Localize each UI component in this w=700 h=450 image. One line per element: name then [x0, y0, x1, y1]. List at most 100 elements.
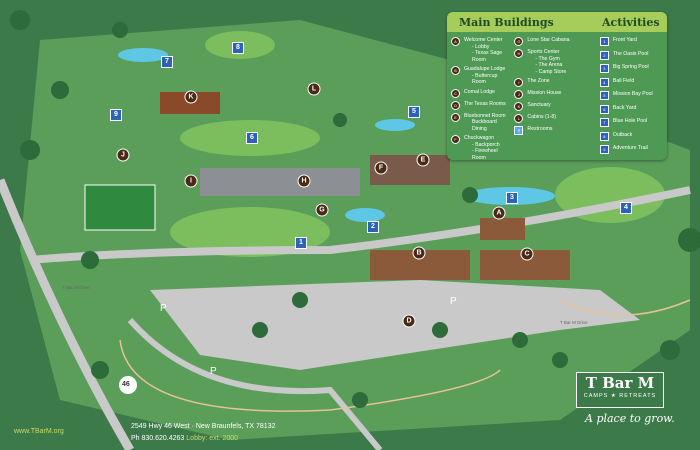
building-marker-icon: F — [451, 135, 460, 144]
restrooms-label: Restrooms — [527, 126, 553, 132]
marker-g[interactable]: G — [315, 203, 329, 217]
logo-name: T Bar M — [585, 374, 655, 392]
legend-building: A Welcome Center- Lobby- Texas Sage Room — [451, 37, 510, 63]
phone: Ph 830.620.4263 — [131, 435, 185, 442]
marker-h[interactable]: H — [297, 174, 311, 188]
activity-number-icon: 9 — [599, 145, 609, 154]
legend-restrooms: ⚲Restrooms — [514, 126, 595, 135]
building-name: Cabins (1-8) — [527, 114, 556, 120]
activity-marker-8[interactable]: 8 — [232, 42, 244, 54]
activity-marker-9[interactable]: 9 — [110, 109, 122, 121]
activity-marker-6[interactable]: 6 — [246, 132, 258, 144]
legend-building-text: Sports Center- The Gym- The Arena- Camp … — [527, 49, 566, 75]
building-marker-icon: H — [514, 49, 524, 58]
building-sub: - Buttercup Room — [472, 72, 498, 86]
marker-e[interactable]: E — [416, 153, 430, 167]
building-name: Lone Star Cabana — [527, 37, 570, 43]
marker-k[interactable]: K — [184, 90, 198, 104]
legend-building-text: Mission House — [527, 90, 561, 97]
marker-i[interactable]: I — [184, 174, 198, 188]
legend-building-text: The Texas Rooms — [464, 101, 506, 108]
activity-name: Mission Bay Pool — [612, 91, 653, 97]
building-name: Bluebonnet Room — [464, 112, 506, 119]
building-name: Chuckwagon — [464, 135, 494, 141]
activity-name: Outback — [612, 131, 633, 138]
building-sub: Buckboard Dining — [472, 119, 497, 132]
building-marker-icon: D — [451, 100, 460, 110]
legend-building-text: Welcome Center- Lobby- Texas Sage Room — [464, 37, 510, 63]
building-name: Guadalupe Lodge — [464, 66, 506, 72]
logo-subtitle: CAMPS ★ RETREATS — [583, 393, 657, 399]
building-name: Comal Lodge — [464, 88, 495, 95]
activity-marker-5[interactable]: 5 — [408, 106, 420, 118]
activity-name: The Oasis Pool — [612, 50, 649, 57]
activities-title: Activities — [602, 15, 660, 29]
building-sub: - Firewheel Room — [472, 148, 498, 160]
activity-number-icon: 6 — [599, 104, 609, 114]
building-name: Welcome Center — [464, 37, 503, 43]
building-marker-icon: K — [514, 102, 524, 111]
marker-f[interactable]: F — [374, 161, 388, 175]
activity-marker-4[interactable]: 4 — [620, 202, 632, 214]
tbarm-logo: T Bar M CAMPS ★ RETREATS — [576, 372, 664, 408]
marker-a[interactable]: A — [492, 206, 506, 220]
legend-building-text: Sanctuary — [527, 102, 550, 109]
activity-name: Ball Field — [612, 77, 635, 84]
marker-l[interactable]: L — [307, 82, 321, 96]
restroom-icon: ⚲ — [514, 126, 524, 135]
building-sub: - Backporch — [472, 141, 500, 148]
marker-b[interactable]: B — [412, 246, 426, 260]
building-sub: - Lobby — [472, 43, 490, 50]
activity-name: Big Spring Pool — [612, 64, 649, 70]
parking-label: P — [450, 296, 457, 307]
road-label-drive-east: T Bar M Drive — [560, 320, 588, 325]
website-link[interactable]: www.TBarM.org — [14, 428, 64, 435]
building-name: The Texas Rooms — [464, 100, 506, 107]
marker-j[interactable]: J — [116, 148, 130, 162]
building-name: Sanctuary — [527, 102, 551, 108]
activity-marker-3[interactable]: 3 — [506, 192, 518, 204]
activity-name: Adventure Trail — [612, 145, 648, 151]
activity-number-icon: 2 — [599, 50, 609, 60]
activity-marker-1[interactable]: 1 — [295, 237, 307, 249]
marker-d[interactable]: D — [402, 314, 416, 328]
road-label-drive: T Bar M Drive — [62, 285, 90, 290]
address: 2549 Hwy 46 West · New Braunfels, TX 781… — [131, 423, 276, 430]
legend-building-text: Guadalupe Lodge- Buttercup Room — [464, 66, 510, 86]
building-name: The Zone — [527, 78, 550, 84]
building-sub: - Camp Store — [535, 68, 567, 75]
highway-shield: 46 — [122, 381, 130, 388]
activity-number-icon: 4 — [599, 77, 609, 87]
building-name: Mission House — [527, 90, 562, 96]
activity-marker-7[interactable]: 7 — [161, 56, 173, 68]
activity-marker-2[interactable]: 2 — [367, 221, 379, 233]
map-legend: Main Buildings Activities A Welcome Cente… — [447, 12, 667, 160]
legend-building: D The Texas Rooms — [451, 100, 510, 110]
phone-line: Ph 830.620.4263 Lobby: ext. 2000 — [131, 435, 238, 442]
building-marker-icon: A — [451, 37, 460, 46]
parking-label: P — [210, 366, 217, 377]
parking-label: P — [160, 303, 167, 314]
activity-number-icon: 1 — [599, 37, 609, 46]
marker-c[interactable]: C — [520, 247, 534, 261]
building-marker-icon: G — [514, 37, 524, 46]
legend-building-text: The Zone — [527, 78, 549, 85]
main-buildings-title: Main Buildings — [459, 15, 554, 29]
building-marker-icon: E — [451, 112, 460, 122]
activity-number-icon: 3 — [599, 64, 609, 73]
